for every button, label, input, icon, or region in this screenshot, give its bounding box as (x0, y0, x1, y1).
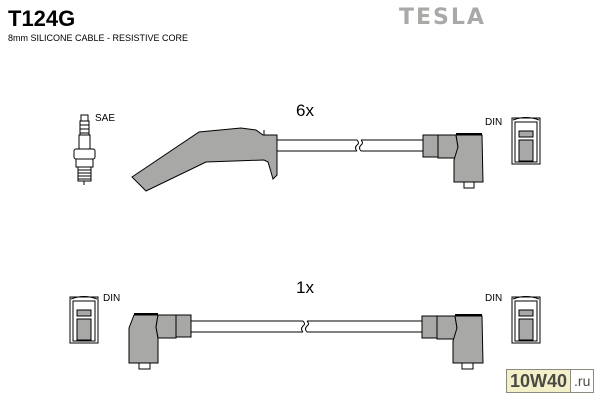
spark-plug-icon (73, 114, 96, 185)
brand-logo: TESLA (399, 5, 486, 30)
din-label-bottom-left: DIN (103, 293, 121, 304)
din-label-bottom-right: DIN (485, 293, 503, 304)
watermark-tld: .ru (570, 370, 594, 392)
coil-boot-right-angle-top (422, 133, 484, 189)
quantity-top-set: 6x (296, 101, 314, 120)
plug-boot-angled (131, 127, 278, 192)
din-cap-bottom-left (69, 296, 99, 344)
watermark-logo: 10W40 .ru (506, 369, 595, 393)
watermark-main: 10W40 (507, 370, 571, 392)
coil-boot-right-angle-bottom-right (421, 314, 484, 370)
coil-boot-right-angle-bottom-left (128, 313, 192, 370)
cable-top (277, 139, 423, 152)
din-cap-top-right (511, 117, 541, 165)
cable-bottom (191, 320, 422, 333)
din-cap-bottom-right (511, 296, 541, 344)
din-label-top: DIN (485, 117, 503, 128)
quantity-bottom-set: 1x (296, 278, 314, 297)
cable-description: 8mm SILICONE CABLE - RESISTIVE CORE (8, 33, 189, 43)
part-number: T124G (8, 6, 76, 31)
sae-label: SAE (95, 113, 116, 124)
